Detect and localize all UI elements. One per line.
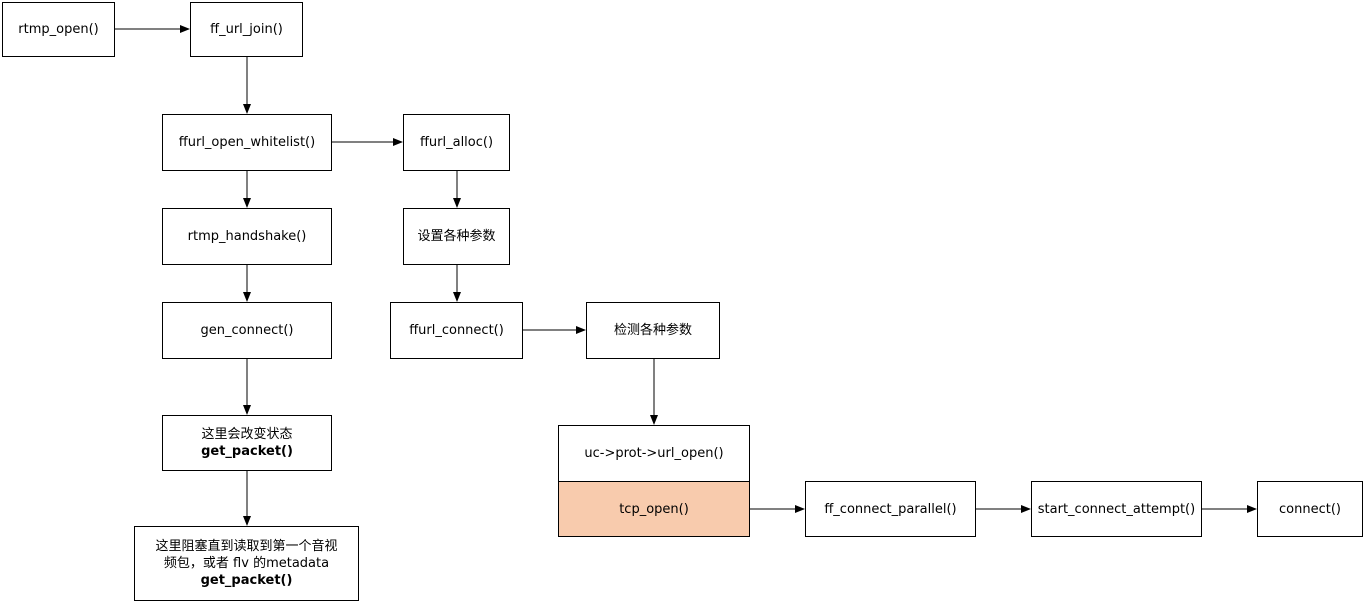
node-set-params: 设置各种参数 bbox=[403, 208, 510, 265]
node-rtmp-open-label: rtmp_open() bbox=[18, 22, 99, 37]
node-url-open: uc->prot->url_open() bbox=[559, 426, 749, 481]
node-ffurl-connect-label: ffurl_connect() bbox=[409, 323, 504, 338]
node-start-connect-attempt-label: start_connect_attempt() bbox=[1037, 501, 1196, 517]
node-block-read-line3: get_packet() bbox=[200, 573, 293, 588]
node-tcp-open-label: tcp_open() bbox=[619, 501, 689, 517]
node-change-state-line1: 这里会改变状态 bbox=[201, 427, 293, 442]
node-gen-connect-label: gen_connect() bbox=[200, 323, 294, 338]
node-url-open-group: uc->prot->url_open() tcp_open() bbox=[558, 425, 750, 537]
node-ff-connect-parallel: ff_connect_parallel() bbox=[805, 481, 976, 537]
node-rtmp-handshake: rtmp_handshake() bbox=[162, 208, 332, 265]
node-ffurl-connect: ffurl_connect() bbox=[390, 302, 523, 359]
node-block-read-line1: 这里阻塞直到读取到第一个音视 bbox=[155, 539, 338, 554]
node-gen-connect: gen_connect() bbox=[162, 302, 332, 359]
node-block-read-line2: 频包，或者 flv 的metadata bbox=[163, 556, 330, 571]
node-ff-connect-parallel-label: ff_connect_parallel() bbox=[824, 501, 957, 517]
node-connect-label: connect() bbox=[1279, 501, 1341, 517]
node-check-params: 检测各种参数 bbox=[586, 302, 720, 359]
node-tcp-open: tcp_open() bbox=[559, 481, 749, 536]
node-start-connect-attempt: start_connect_attempt() bbox=[1031, 481, 1202, 537]
node-rtmp-open: rtmp_open() bbox=[2, 2, 115, 57]
node-block-read: 这里阻塞直到读取到第一个音视 频包，或者 flv 的metadata get_p… bbox=[134, 526, 359, 601]
node-ffurl-open-whitelist: ffurl_open_whitelist() bbox=[162, 114, 332, 171]
node-ffurl-alloc: ffurl_alloc() bbox=[403, 114, 510, 171]
node-change-state-line2: get_packet() bbox=[201, 444, 293, 459]
node-rtmp-handshake-label: rtmp_handshake() bbox=[187, 229, 307, 244]
node-url-open-label: uc->prot->url_open() bbox=[584, 446, 724, 462]
node-connect: connect() bbox=[1257, 481, 1363, 537]
node-ffurl-alloc-label: ffurl_alloc() bbox=[419, 135, 494, 150]
node-set-params-label: 设置各种参数 bbox=[417, 229, 496, 244]
node-ff-url-join: ff_url_join() bbox=[190, 2, 303, 57]
node-check-params-label: 检测各种参数 bbox=[613, 323, 692, 338]
node-ff-url-join-label: ff_url_join() bbox=[210, 22, 283, 37]
node-change-state: 这里会改变状态 get_packet() bbox=[162, 415, 332, 471]
node-ffurl-open-whitelist-label: ffurl_open_whitelist() bbox=[178, 135, 316, 150]
